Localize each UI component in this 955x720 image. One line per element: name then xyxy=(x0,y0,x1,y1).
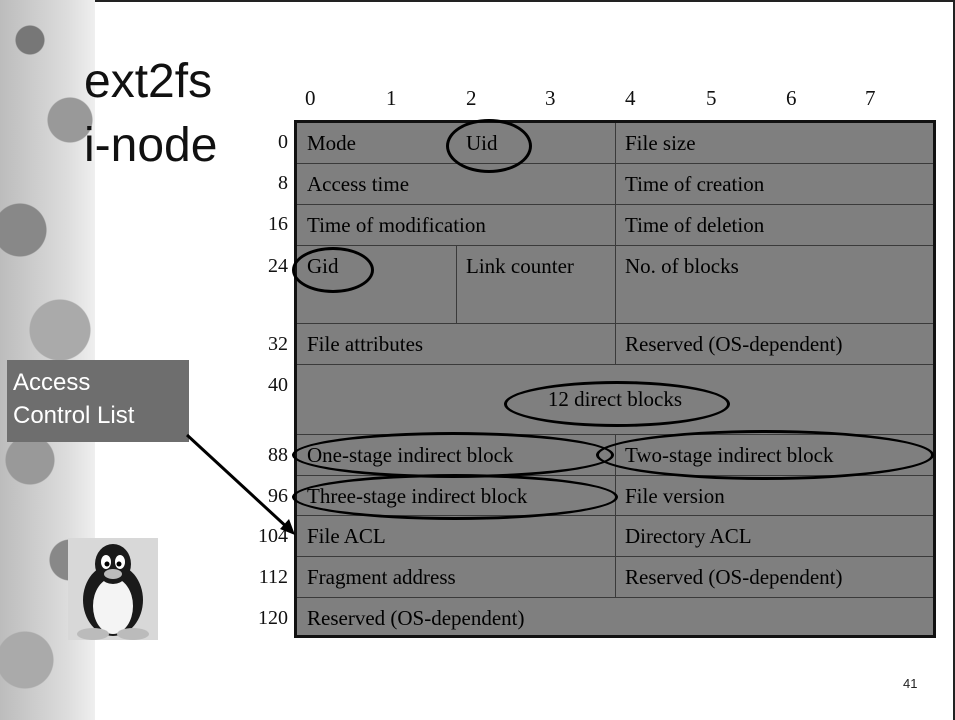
highlight-oval-gid xyxy=(292,247,374,293)
slide-title: ext2fs i-node xyxy=(84,50,217,178)
field-mode: Mode xyxy=(307,131,356,155)
right-border xyxy=(953,0,955,720)
field-time-of-modification: Time of modification xyxy=(307,213,486,237)
column-number: 4 xyxy=(625,86,636,110)
field-directory-acl: Directory ACL xyxy=(625,524,752,548)
title-line2: i-node xyxy=(84,119,218,172)
slide-number: 41 xyxy=(903,676,918,691)
field-file-acl: File ACL xyxy=(307,524,386,548)
tux-penguin-icon xyxy=(68,538,158,640)
column-number: 2 xyxy=(466,86,477,110)
field-reserved: Reserved (OS-dependent) xyxy=(307,606,525,630)
highlight-oval-uid xyxy=(446,119,532,173)
row-offset: 0 xyxy=(278,131,288,153)
row-offset: 8 xyxy=(278,172,288,194)
row-offset: 32 xyxy=(268,333,288,355)
row-offset: 16 xyxy=(268,213,288,235)
column-number: 7 xyxy=(865,86,876,110)
acl-callout: Access Control List xyxy=(7,360,189,442)
row-offset: 24 xyxy=(268,255,288,277)
field-time-of-deletion: Time of deletion xyxy=(625,213,765,237)
column-number: 3 xyxy=(545,86,556,110)
field-file-version: File version xyxy=(625,484,725,508)
field-no-of-blocks: No. of blocks xyxy=(625,254,739,278)
row-offset: 112 xyxy=(258,566,288,588)
row-offset: 40 xyxy=(268,374,288,396)
callout-line1: Access xyxy=(13,369,91,396)
highlight-oval-two-stage xyxy=(596,430,934,480)
field-time-of-creation: Time of creation xyxy=(625,172,765,196)
column-number: 5 xyxy=(706,86,717,110)
column-number: 1 xyxy=(386,86,397,110)
highlight-oval-three-stage xyxy=(292,474,618,520)
field-file-size: File size xyxy=(625,131,696,155)
grid-line xyxy=(615,434,616,597)
callout-line2: Control List xyxy=(13,402,135,429)
grid-line xyxy=(297,597,933,598)
grid-line xyxy=(456,245,457,323)
field-reserved: Reserved (OS-dependent) xyxy=(625,332,843,356)
field-reserved: Reserved (OS-dependent) xyxy=(625,565,843,589)
row-offset: 120 xyxy=(258,607,288,629)
field-fragment-address: Fragment address xyxy=(307,565,456,589)
column-number: 0 xyxy=(305,86,316,110)
field-file-attributes: File attributes xyxy=(307,332,424,356)
grid-line xyxy=(615,123,616,364)
top-border xyxy=(0,0,955,2)
row-offset: 104 xyxy=(258,525,288,547)
grid-line xyxy=(297,364,933,365)
title-line1: ext2fs xyxy=(84,55,213,108)
column-number: 6 xyxy=(786,86,797,110)
highlight-oval-direct-blocks xyxy=(504,381,730,427)
field-access-time: Access time xyxy=(307,172,410,196)
row-offset: 88 xyxy=(268,444,288,466)
field-link-counter: Link counter xyxy=(466,254,574,278)
row-offset: 96 xyxy=(268,485,288,507)
